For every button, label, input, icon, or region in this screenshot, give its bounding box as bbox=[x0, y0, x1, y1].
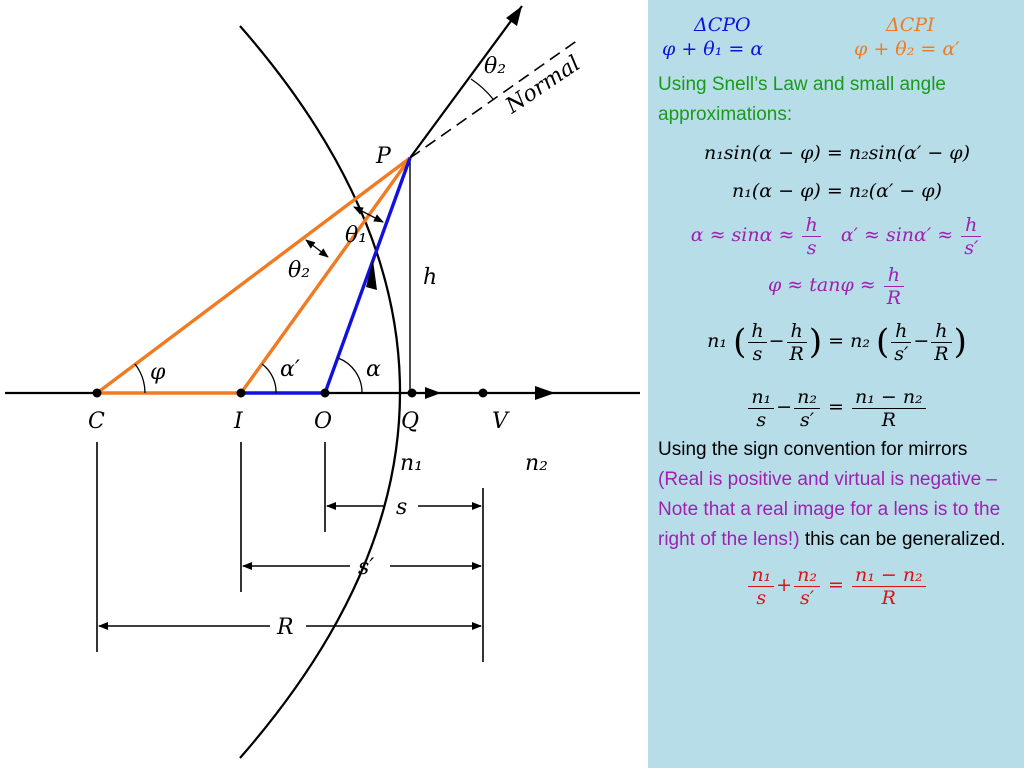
approx-alpha-prefix: α ≈ sinα ≈ bbox=[690, 224, 795, 246]
small-angle-equation: n₁(α − φ) = n₂(α′ − φ) bbox=[732, 180, 942, 202]
radius-line-cp bbox=[95, 156, 412, 395]
sign-text-purple: (Real is positive and virtual is negativ… bbox=[658, 469, 1001, 550]
normal-line bbox=[409, 39, 579, 159]
label-theta2-left: θ₂ bbox=[288, 258, 310, 283]
triangle-cpi-eq: φ + θ₂ = α′ bbox=[854, 38, 960, 60]
point-v bbox=[478, 388, 488, 398]
alpha-prime-arc bbox=[261, 363, 277, 394]
refracted-ray bbox=[409, 5, 523, 159]
phi-arc bbox=[134, 363, 146, 394]
triangle-cpi-title: ΔCPI bbox=[886, 14, 935, 36]
incident-ray-arrow bbox=[366, 260, 377, 290]
virtual-ray-ip bbox=[239, 157, 412, 394]
snell-equation: n₁sin(α − φ) = n₂sin(α′ − φ) bbox=[703, 142, 971, 164]
label-n1: n₁ bbox=[400, 451, 423, 476]
label-normal: Normal bbox=[501, 51, 585, 119]
triangle-cpo-title: ΔCPO bbox=[694, 14, 751, 36]
triangle-eqs-row: φ + θ₁ = α φ + θ₂ = α′ bbox=[658, 38, 1016, 68]
snell-intro: Using Snell’s Law and small angle approx… bbox=[658, 74, 946, 125]
point-o bbox=[320, 388, 330, 398]
point-q bbox=[407, 388, 417, 398]
sign-text-end: this can be generalized. bbox=[804, 529, 1006, 550]
alpha-arc bbox=[337, 357, 363, 394]
incident-ray-op bbox=[323, 157, 412, 394]
sign-convention-text: Using the sign convention for mirrors (R… bbox=[658, 435, 1016, 555]
label-alpha: α bbox=[366, 357, 381, 382]
approx-alpha-prime-prefix: α′ ≈ sinα′ ≈ bbox=[840, 224, 954, 246]
axis-arrow-mid bbox=[425, 387, 441, 399]
label-n2: n₂ bbox=[525, 451, 548, 476]
theta2-top-arc bbox=[470, 78, 494, 100]
label-s-prime: s′ bbox=[358, 555, 374, 580]
derivation-panel: ΔCPO ΔCPI φ + θ₁ = α φ + θ₂ = α′ Using S… bbox=[648, 0, 1024, 768]
refracted-ray-arrow bbox=[506, 6, 522, 26]
theta2-arrow bbox=[305, 239, 329, 258]
refraction-diagram: P h C I O Q V n₁ n₂ s s′ R φ α′ α θ₁ θ₂ … bbox=[5, 5, 640, 759]
triangle-titles-row: ΔCPO ΔCPI bbox=[658, 14, 1016, 38]
label-theta1: θ₁ bbox=[345, 223, 367, 248]
label-alpha-prime: α′ bbox=[280, 357, 300, 382]
axis-arrow-right bbox=[535, 386, 555, 400]
label-r: R bbox=[276, 615, 294, 640]
label-o: O bbox=[314, 409, 332, 434]
label-h: h bbox=[423, 265, 437, 290]
label-p: P bbox=[375, 144, 392, 169]
approx-phi-prefix: φ ≈ tanφ ≈ bbox=[767, 274, 876, 296]
theta1-arrow bbox=[353, 206, 384, 223]
label-i: I bbox=[233, 409, 244, 434]
point-i bbox=[236, 388, 246, 398]
label-v: V bbox=[492, 409, 510, 434]
label-c: C bbox=[88, 409, 105, 434]
sign-text-black: Using the sign convention for mirrors bbox=[658, 439, 968, 460]
label-theta2-top: θ₂ bbox=[484, 54, 506, 79]
label-q: Q bbox=[401, 409, 419, 434]
point-c bbox=[92, 388, 102, 398]
triangle-cpo-eq: φ + θ₁ = α bbox=[662, 38, 764, 60]
label-s: s bbox=[396, 495, 407, 520]
label-phi: φ bbox=[150, 360, 166, 385]
